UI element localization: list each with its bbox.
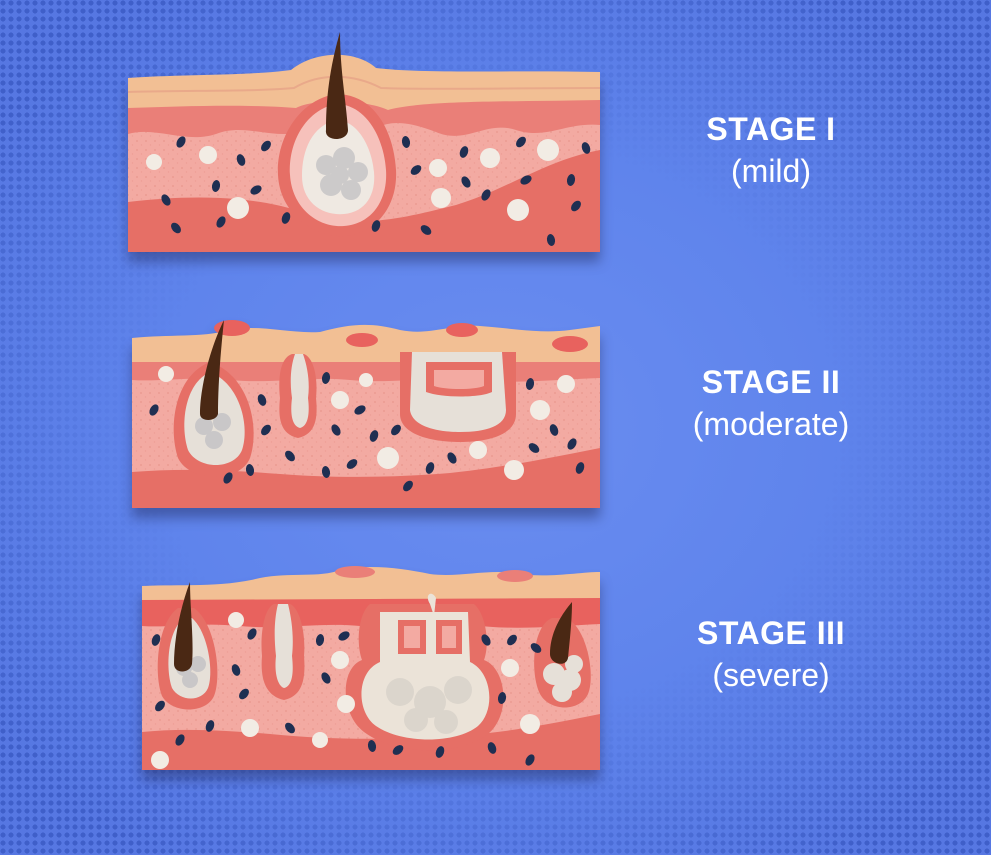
stage-1-title: STAGE I [706,111,836,147]
stage-3-skin-illustration [142,566,600,770]
stage-2-label: STAGE II (moderate) [641,363,901,444]
stage-1-skin-illustration [127,32,601,252]
stage-1-severity: (mild) [731,153,811,190]
stage-1-label: STAGE I (mild) [641,110,901,191]
stage-2-severity: (moderate) [692,406,850,443]
stage-3-severity: (severe) [712,657,830,694]
stage-2-title: STAGE II [701,364,841,400]
stage-3-label: STAGE III (severe) [641,614,901,695]
stage-2-skin-illustration [132,320,600,508]
stage-3-title: STAGE III [697,615,845,651]
